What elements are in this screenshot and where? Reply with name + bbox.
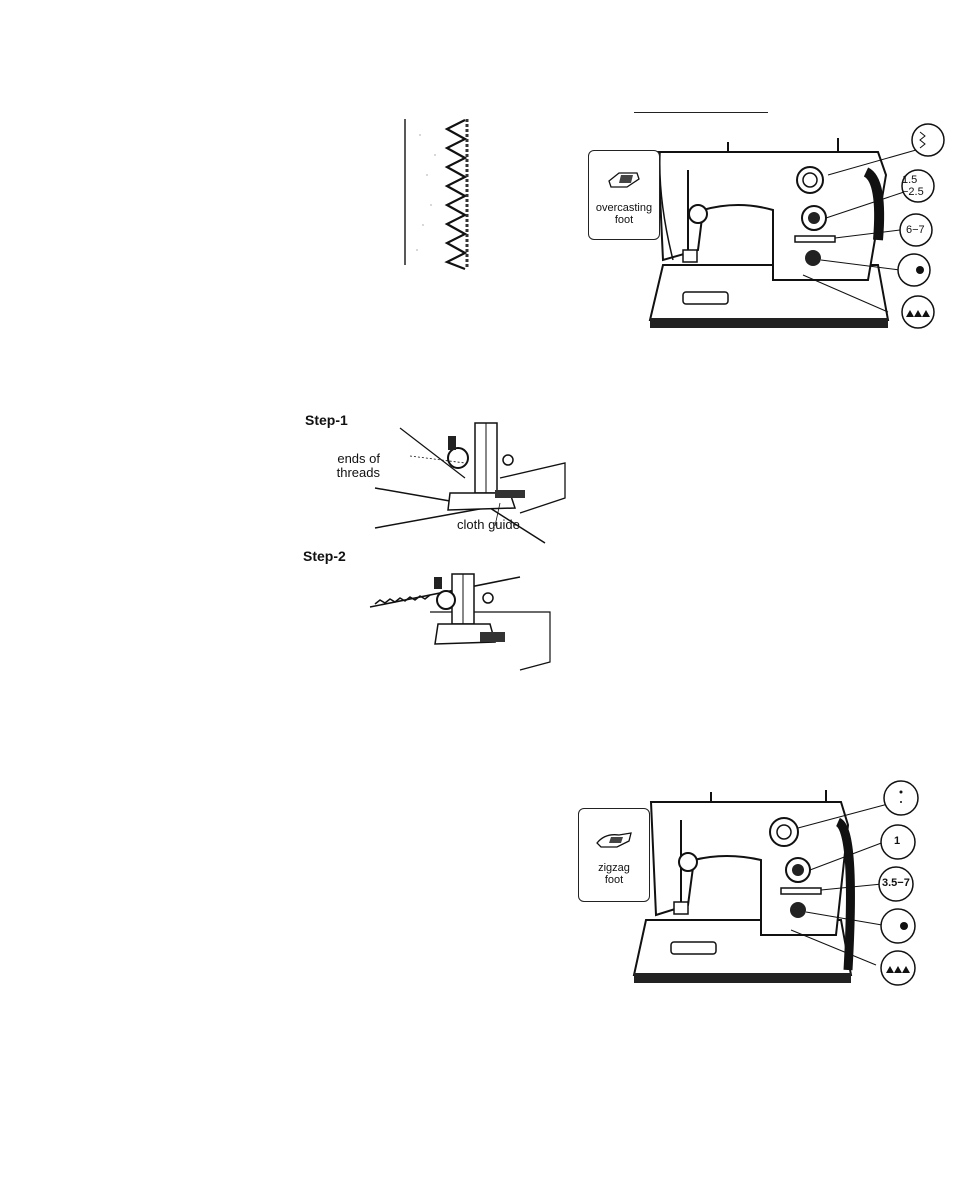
zigzag-length-value: 3.5−7 xyxy=(882,877,922,889)
cloth-guide-label: cloth guide xyxy=(457,518,520,532)
header-rule xyxy=(634,112,768,113)
overcast-length-value: 6−7 xyxy=(906,224,946,236)
overcasting-foot-icon xyxy=(607,169,641,189)
overcasting-foot-label: overcasting foot xyxy=(589,203,659,226)
overcasting-foot-inset: overcasting foot xyxy=(588,150,660,240)
overcast-stitch-sample xyxy=(395,115,485,275)
ends-of-threads-label: ends of threads xyxy=(330,452,380,479)
zigzag-width-value: 1 xyxy=(894,835,904,847)
step1-title: Step-1 xyxy=(305,412,348,428)
zigzag-foot-icon xyxy=(595,829,633,851)
zigzag-foot-label: zigzag foot xyxy=(579,863,649,886)
zigzag-machine-figure: zigzag foot 1 3.5−7 xyxy=(576,780,953,990)
zigzag-foot-inset: zigzag foot xyxy=(578,808,650,902)
overcast-machine-figure: overcasting foot 1.5 −2.5 6−7 xyxy=(588,120,953,335)
step2-title: Step-2 xyxy=(303,548,346,564)
step2-illustration xyxy=(370,572,550,670)
overcast-width-value: 1.5 −2.5 xyxy=(902,174,947,198)
